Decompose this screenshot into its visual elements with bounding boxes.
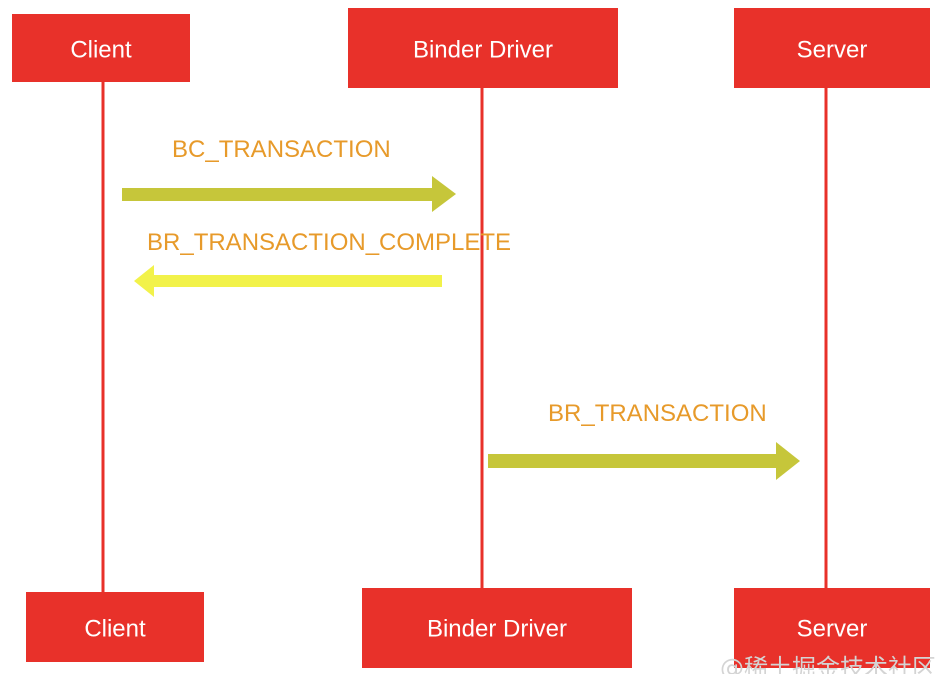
actor-label: Client — [70, 36, 132, 63]
message-label-br-transaction-complete: BR_TRANSACTION_COMPLETE — [147, 229, 511, 256]
arrow-right-icon — [432, 176, 456, 212]
actor-box-top-client: Client — [12, 14, 190, 82]
actor-box-bottom-client: Client — [26, 592, 204, 662]
arrow-shaft — [152, 275, 442, 287]
actor-label: Server — [797, 615, 868, 642]
actor-box-top-server: Server — [734, 8, 930, 88]
actor-label: Binder Driver — [413, 36, 553, 63]
actor-box-top-binder-driver: Binder Driver — [348, 8, 618, 88]
arrow-shaft — [488, 454, 778, 468]
message-br-transaction: BR_TRANSACTION — [488, 400, 800, 480]
actor-label: Binder Driver — [427, 615, 567, 642]
message-label-bc-transaction: BC_TRANSACTION — [172, 136, 391, 163]
arrow-shaft — [122, 188, 434, 201]
arrow-right-icon — [776, 442, 800, 480]
actor-label: Server — [797, 36, 868, 63]
message-bc-transaction: BC_TRANSACTION — [122, 136, 456, 212]
actor-box-bottom-binder-driver: Binder Driver — [362, 588, 632, 668]
actor-box-bottom-server: Server — [734, 588, 930, 668]
watermark: @稀土掘金技术社区 — [720, 654, 936, 674]
actor-label: Client — [84, 615, 146, 642]
message-label-br-transaction: BR_TRANSACTION — [548, 400, 767, 427]
message-br-transaction-complete: BR_TRANSACTION_COMPLETE — [134, 229, 511, 297]
arrow-left-icon — [134, 265, 154, 297]
